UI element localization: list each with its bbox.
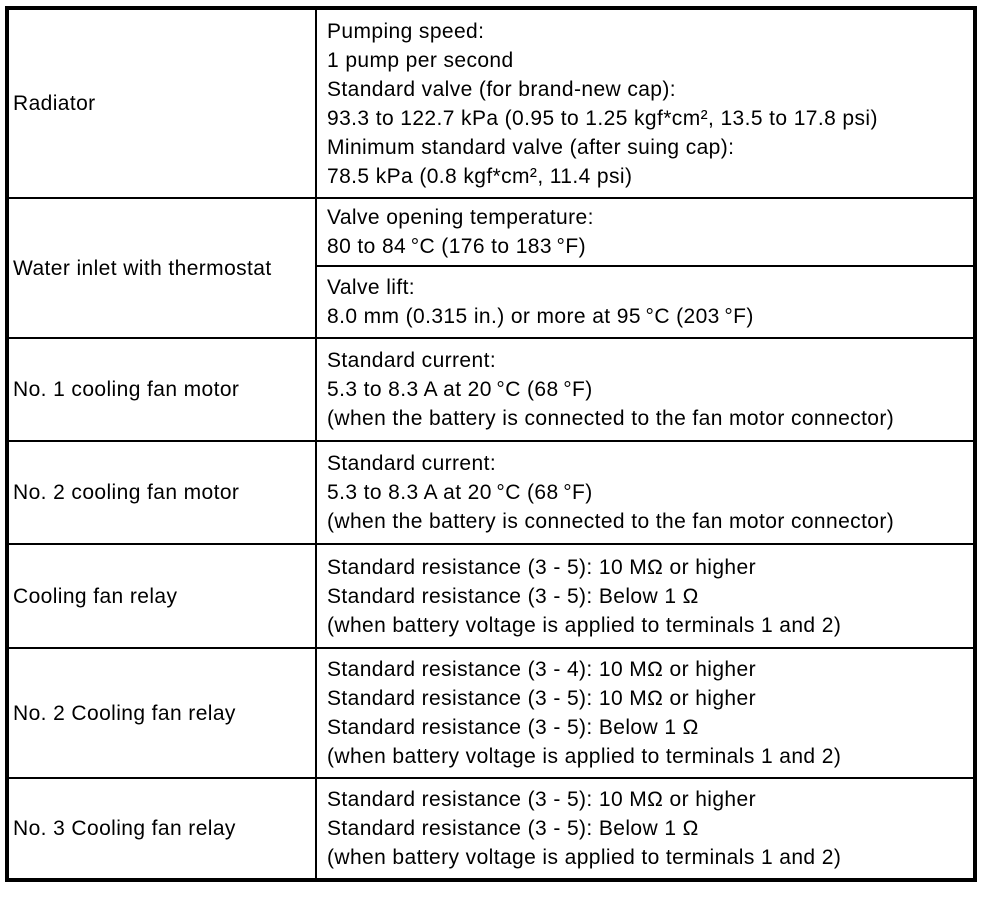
spec-cell: Standard resistance (3 - 5): 10 MΩ or hi… bbox=[315, 543, 976, 649]
spec-cell: Standard current: 5.3 to 8.3 A at 20 °C … bbox=[315, 337, 976, 442]
table-row-water-inlet: Water inlet with thermostat Valve openin… bbox=[6, 197, 976, 339]
component-cell: No. 1 cooling fan motor bbox=[6, 337, 317, 442]
component-cell: Water inlet with thermostat bbox=[6, 197, 317, 339]
table-row-fan-motor-2: No. 2 cooling fan motor Standard current… bbox=[6, 440, 976, 545]
component-cell: Cooling fan relay bbox=[6, 543, 317, 649]
component-cell: No. 3 Cooling fan relay bbox=[6, 777, 317, 881]
component-cell: No. 2 Cooling fan relay bbox=[6, 647, 317, 779]
table-row-fan-relay-3: No. 3 Cooling fan relay Standard resista… bbox=[6, 777, 976, 881]
table-row-radiator: Radiator Pumping speed: 1 pump per secon… bbox=[6, 7, 976, 199]
document-page: Radiator Pumping speed: 1 pump per secon… bbox=[0, 6, 992, 898]
spec-cell: Standard resistance (3 - 5): 10 MΩ or hi… bbox=[315, 777, 976, 881]
table-row-water-inlet-sub: Valve lift: 8.0 mm (0.315 in.) or more a… bbox=[7, 265, 976, 339]
spec-cell: Standard current: 5.3 to 8.3 A at 20 °C … bbox=[315, 440, 976, 545]
spec-table: Radiator Pumping speed: 1 pump per secon… bbox=[5, 6, 977, 882]
component-cell: No. 2 cooling fan motor bbox=[6, 440, 317, 545]
table-row-fan-relay: Cooling fan relay Standard resistance (3… bbox=[6, 543, 976, 649]
spec-cell: Standard resistance (3 - 4): 10 MΩ or hi… bbox=[315, 647, 976, 779]
table-row-fan-relay-2: No. 2 Cooling fan relay Standard resista… bbox=[6, 647, 976, 779]
spec-cell: Pumping speed: 1 pump per second Standar… bbox=[315, 7, 976, 199]
spec-cell-valve-lift: Valve lift: 8.0 mm (0.315 in.) or more a… bbox=[315, 265, 976, 339]
table-row-fan-motor-1: No. 1 cooling fan motor Standard current… bbox=[6, 337, 976, 442]
spec-cell-valve-opening: Valve opening temperature: 80 to 84 °C (… bbox=[315, 197, 976, 267]
component-cell: Radiator bbox=[6, 7, 317, 199]
